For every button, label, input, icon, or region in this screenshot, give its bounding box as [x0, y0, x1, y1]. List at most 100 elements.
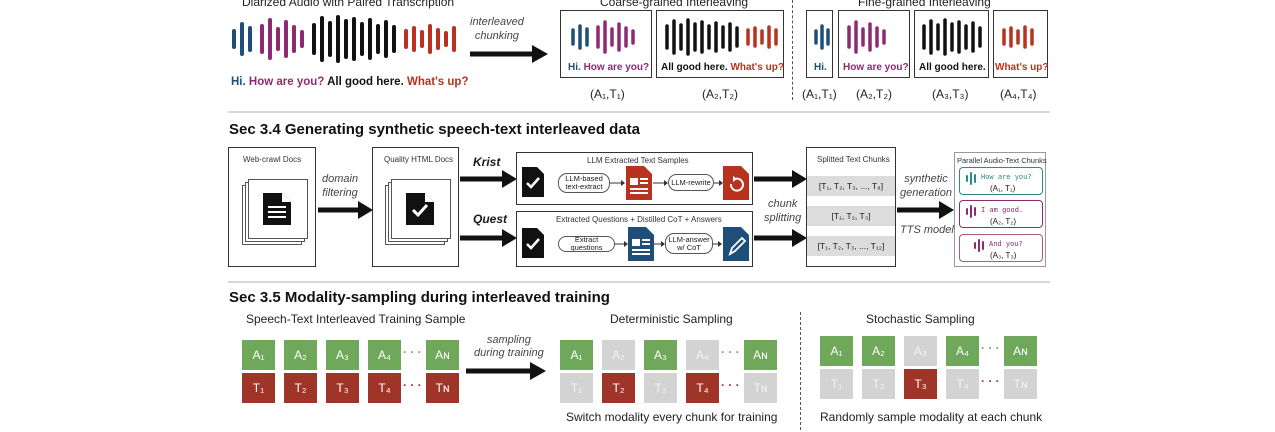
wave-icon-magenta: [974, 239, 984, 252]
det-a2: A₂: [602, 340, 635, 370]
domain-filtering-label: domain filtering: [322, 173, 359, 199]
sample-t1: T₁: [242, 373, 275, 403]
sample-t2: T₂: [284, 373, 317, 403]
krist-arrow-3: [714, 180, 723, 186]
krist-arrow-1: [610, 180, 625, 186]
web-docs-box: Web-crawl Docs: [228, 147, 316, 267]
checked-document-icon: [406, 193, 434, 225]
domain-filtering-arrow: [318, 201, 373, 219]
wave-icon-teal: [966, 172, 976, 185]
sample-a4: A₄: [368, 340, 401, 370]
parallel-chunks-box: Parallel Audio-Text Chunks How are you? …: [954, 152, 1047, 267]
sampling-label: sampling during training: [474, 334, 544, 359]
sample-an: Aɴ: [426, 340, 459, 370]
sto-tn: Tɴ: [1004, 369, 1037, 399]
sto-t-dots: · · ·: [981, 374, 1000, 388]
parallel-chunk-3-text: And you?: [989, 240, 1023, 248]
fine-chunk-2: How are you?: [838, 10, 910, 78]
divider-1: [228, 111, 1050, 113]
fine-chunk-3: All good here.: [914, 10, 989, 78]
fine-chunk-4-wave: [1002, 25, 1034, 49]
det-a3: A₃: [644, 340, 677, 370]
krist-arrow-2: [653, 180, 668, 186]
coarse-2-text-a: All good here.: [661, 62, 728, 73]
transcript-good: All good here.: [327, 76, 404, 88]
fine-chunk-1: Hi.: [806, 10, 833, 78]
sec34-title: Sec 3.4 Generating synthetic speech-text…: [229, 121, 640, 138]
interleaved-chunking-label: interleaved chunking: [470, 16, 524, 42]
parallel-chunk-2-text: I am good.: [981, 206, 1024, 214]
question-doc-icon: [628, 227, 654, 261]
fine-chunk-1-wave: [814, 24, 830, 50]
transcript-hi: Hi.: [231, 76, 246, 88]
answer-doc-icon: [723, 227, 749, 261]
diarized-audio-title: Diarized Audio with Paired Transcription: [242, 0, 455, 9]
sto-an: Aɴ: [1004, 336, 1037, 366]
parallel-chunk-1-label: (A₁, T₁): [990, 184, 1016, 193]
krist-pipeline-box: LLM Extracted Text Samples LLM-based tex…: [516, 152, 753, 205]
coarse-2-text-b: What's up?: [730, 62, 784, 73]
fine-chunk-1-label: (A₁,T₁): [802, 87, 837, 101]
quest-doc-check-icon: [522, 228, 544, 258]
quest-arrow: [460, 229, 517, 247]
det-a1: A₁: [560, 340, 593, 370]
det-t4: T₄: [686, 373, 719, 403]
llm-answer-pill: LLM-answer w/ CoT: [665, 233, 713, 254]
fine-chunk-3-text: All good here.: [919, 62, 986, 73]
diarized-transcript: Hi. How are you? All good here. What's u…: [231, 76, 468, 88]
sto-a2: A₂: [862, 336, 895, 366]
wave-icon-purple: [966, 205, 976, 218]
quality-docs-box: Quality HTML Docs: [372, 147, 459, 267]
quest-arrow-2: [654, 241, 665, 247]
sampling-arrow: [466, 362, 546, 380]
krist-label: Krist: [473, 155, 501, 169]
interleaved-chunking-arrow: [470, 45, 548, 63]
parallel-chunk-3: And you? (A₃, T₃): [959, 234, 1043, 262]
tts-model-label: TTS model: [900, 224, 954, 236]
krist-split-arrow: [754, 170, 807, 188]
parallel-chunk-2: I am good. (A₂, T₂): [959, 200, 1043, 228]
document-icon: [263, 193, 291, 225]
det-t1: T₁: [560, 373, 593, 403]
sto-a4: A₄: [946, 336, 979, 366]
chunk-row-1: [T₁, T₂, T₃, ..., T₈]: [807, 176, 895, 196]
sample-a-dots: · · ·: [403, 345, 422, 359]
quest-label: Quest: [473, 212, 508, 226]
parallel-chunk-1-text: How are you?: [981, 173, 1032, 181]
det-a-dots: · · ·: [721, 345, 740, 359]
det-a4: A₄: [686, 340, 719, 370]
sto-t3: T₃: [904, 369, 937, 399]
fine-chunk-1-text: Hi.: [814, 62, 827, 73]
chunk-row-2: [T₁, T₂, T₃]: [807, 206, 895, 226]
fine-chunk-3-label: (A₃,T₃): [932, 87, 969, 101]
coarse-chunk-1-wave: [571, 20, 635, 54]
web-docs-label: Web-crawl Docs: [243, 155, 302, 164]
sto-t2: T₂: [862, 369, 895, 399]
det-t3: T₃: [644, 373, 677, 403]
coarse-title: Coarse-grained Interleaving: [600, 0, 749, 9]
training-sample-title: Speech-Text Interleaved Training Sample: [246, 312, 466, 326]
divider-2: [228, 281, 1050, 283]
quest-split-arrow: [754, 229, 807, 247]
sto-t4: T₄: [946, 369, 979, 399]
transcript-how: How are you?: [248, 76, 325, 88]
synthetic-generation-label: synthetic generation: [900, 173, 952, 199]
parallel-chunk-1: How are you? (A₁, T₁): [959, 167, 1043, 195]
fine-chunk-2-label: (A₂,T₂): [856, 87, 892, 101]
quality-docs-label: Quality HTML Docs: [384, 155, 454, 164]
coarse-chunk-2-label: (A₂,T₂): [702, 87, 738, 101]
stochastic-caption: Randomly sample modality at each chunk: [820, 410, 1043, 424]
text-sample-icon: [626, 166, 652, 200]
coarse-chunk-1: Hi. How are you?: [560, 10, 652, 78]
sample-t4: T₄: [368, 373, 401, 403]
sto-t1: T₁: [820, 369, 853, 399]
llm-rewrite-pill: LLM-rewrite: [668, 174, 714, 191]
quest-arrow-3: [713, 241, 722, 247]
tts-arrow: [897, 201, 954, 219]
fine-title: Fine-grained Interleaving: [858, 0, 991, 9]
quest-pipeline-box: Extracted Questions + Distilled CoT + An…: [516, 211, 753, 267]
stochastic-title: Stochastic Sampling: [866, 312, 975, 326]
det-tn: Tɴ: [744, 373, 777, 403]
fine-chunk-4: What's up?: [993, 10, 1048, 78]
chunk-splitting-label: chunk splitting: [764, 198, 802, 224]
